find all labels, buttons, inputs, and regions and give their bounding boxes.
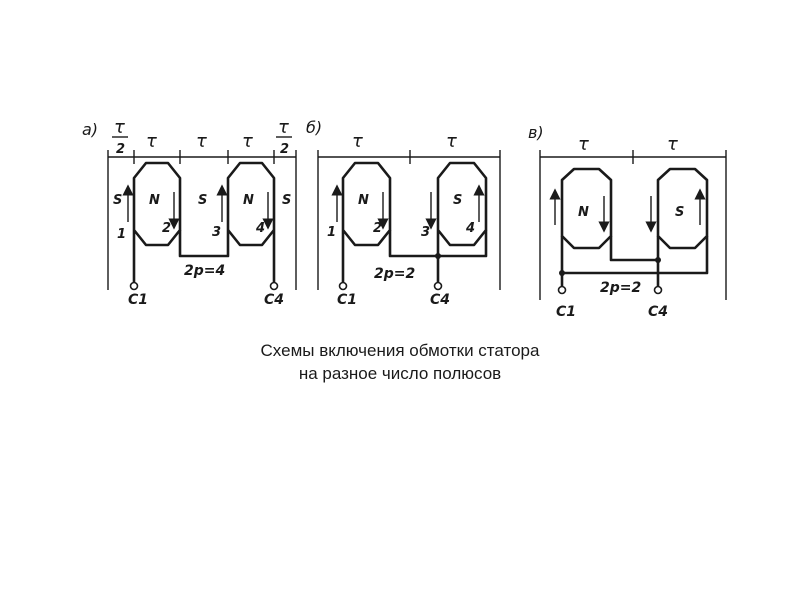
pole-pairs-label: 2p=4 — [184, 263, 225, 279]
terminal-c4 — [269, 281, 279, 291]
scheme-b: б) τ τ N S 1 2 3 4 2p=2 C1 C4 — [306, 118, 501, 308]
scheme-b-tau-1: τ — [352, 131, 363, 152]
junction-dot — [655, 257, 661, 263]
pole-label: S — [198, 193, 207, 208]
scheme-a-tau-2: τ — [196, 131, 207, 152]
coil-a-1 — [132, 161, 182, 282]
scheme-a-label: а) — [82, 120, 98, 139]
scheme-a-half-den-right: 2 — [280, 142, 289, 157]
scheme-b-tau-2: τ — [446, 131, 457, 152]
scheme-a-tau-3: τ — [242, 131, 253, 152]
pole-pairs-label: 2p=2 — [374, 266, 415, 282]
coil-number: 4 — [465, 221, 475, 236]
caption-line-2: на разное число полюсов — [298, 364, 502, 383]
terminal-c1 — [129, 281, 139, 291]
coil-a-2 — [226, 161, 276, 282]
scheme-a: а) τ 2 τ 2 τ τ τ S N — [82, 117, 297, 308]
pole-label: S — [282, 193, 291, 208]
coil-number: 1 — [327, 225, 336, 240]
terminal-label-c4: C4 — [430, 292, 450, 308]
coil-number: 1 — [117, 227, 126, 242]
scheme-c: в) τ τ N S 2p=2 C1 C4 — [528, 123, 727, 320]
coil-a-2-bottom — [226, 229, 276, 247]
pole-label: S — [453, 193, 462, 208]
terminal-label-c1: C1 — [337, 292, 357, 308]
scheme-a-tau-1: τ — [146, 131, 157, 152]
terminal-c1 — [557, 285, 567, 295]
coil-b-1 — [341, 161, 392, 282]
coil-connection — [178, 230, 230, 258]
coil-number: 3 — [212, 225, 221, 240]
pole-label: S — [675, 205, 684, 220]
scheme-a-half-tau-left: τ — [114, 117, 125, 138]
caption-line-1: Схемы включения обмотки статора — [260, 341, 540, 360]
coil-number: 4 — [255, 221, 265, 236]
pole-label: S — [113, 193, 122, 208]
coil-connection — [609, 236, 658, 262]
terminal-label-c4: C4 — [264, 292, 284, 308]
terminal-c4 — [433, 281, 443, 291]
terminal-label-c1: C1 — [128, 292, 148, 308]
pole-pairs-label: 2p=2 — [600, 280, 641, 296]
terminal-label-c4: C4 — [648, 304, 668, 320]
coil-number: 2 — [373, 221, 382, 236]
pole-label: N — [243, 193, 254, 208]
scheme-c-tau-2: τ — [667, 134, 678, 155]
terminal-c1 — [338, 281, 348, 291]
scheme-c-tau-1: τ — [578, 134, 589, 155]
pole-label: N — [578, 205, 589, 220]
coil-number: 3 — [421, 225, 430, 240]
return-connection — [562, 236, 709, 275]
junction-dot — [435, 253, 441, 259]
terminal-c4 — [653, 285, 663, 295]
pole-label: N — [149, 193, 160, 208]
scheme-a-half-den-left: 2 — [116, 142, 125, 157]
scheme-c-label: в) — [528, 123, 544, 142]
scheme-a-half-tau-right: τ — [278, 117, 289, 138]
coil-b-2 — [436, 161, 488, 282]
scheme-b-label: б) — [306, 118, 322, 137]
pole-label: N — [358, 193, 369, 208]
junction-dot — [559, 270, 565, 276]
coil-number: 2 — [162, 221, 171, 236]
terminal-label-c1: C1 — [556, 304, 576, 320]
